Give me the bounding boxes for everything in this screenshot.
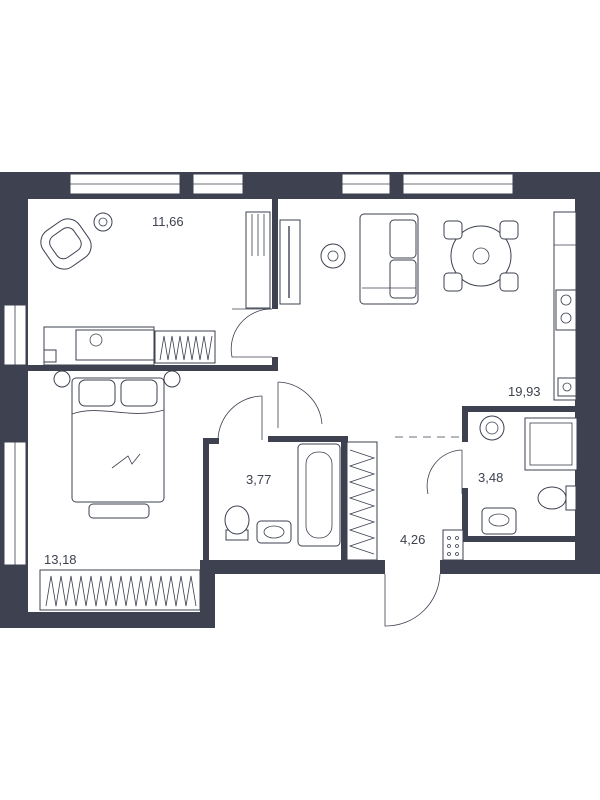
- toilet-shower: [537, 485, 577, 511]
- dining-set: [443, 220, 519, 292]
- wardrobe-living: [154, 330, 216, 364]
- wardrobe-bedroom: [39, 569, 201, 611]
- rug: [88, 503, 150, 519]
- hall-wardrobe: [346, 441, 378, 561]
- area-label-shower-room: 3,48: [478, 470, 503, 485]
- side-table: [93, 212, 113, 232]
- area-label-kitchen-living: 19,93: [508, 384, 541, 399]
- shelf-lines: [251, 214, 265, 256]
- tv-stand: [279, 219, 301, 305]
- sofa: [359, 213, 419, 305]
- doors: [217, 308, 463, 627]
- shoe-rack: [442, 529, 464, 561]
- area-label-bedroom: 13,18: [44, 552, 77, 567]
- shower: [524, 417, 578, 471]
- sink-bathroom: [256, 520, 292, 544]
- plant: [320, 243, 346, 269]
- nightstands: [53, 370, 181, 388]
- desk: [43, 326, 155, 366]
- area-label-living-room: 11,66: [152, 214, 184, 229]
- armchair: [40, 218, 92, 270]
- area-label-bathroom: 3,77: [246, 472, 271, 487]
- sink-shower: [481, 507, 517, 535]
- interior-walls: [28, 199, 590, 566]
- kitchen-counter: [553, 211, 577, 401]
- washing-machine: [479, 415, 505, 441]
- toilet-bathroom: [224, 505, 250, 541]
- area-label-hallway: 4,26: [400, 532, 425, 547]
- bathtub: [297, 443, 341, 547]
- bed: [71, 377, 165, 503]
- windows: [3, 173, 514, 566]
